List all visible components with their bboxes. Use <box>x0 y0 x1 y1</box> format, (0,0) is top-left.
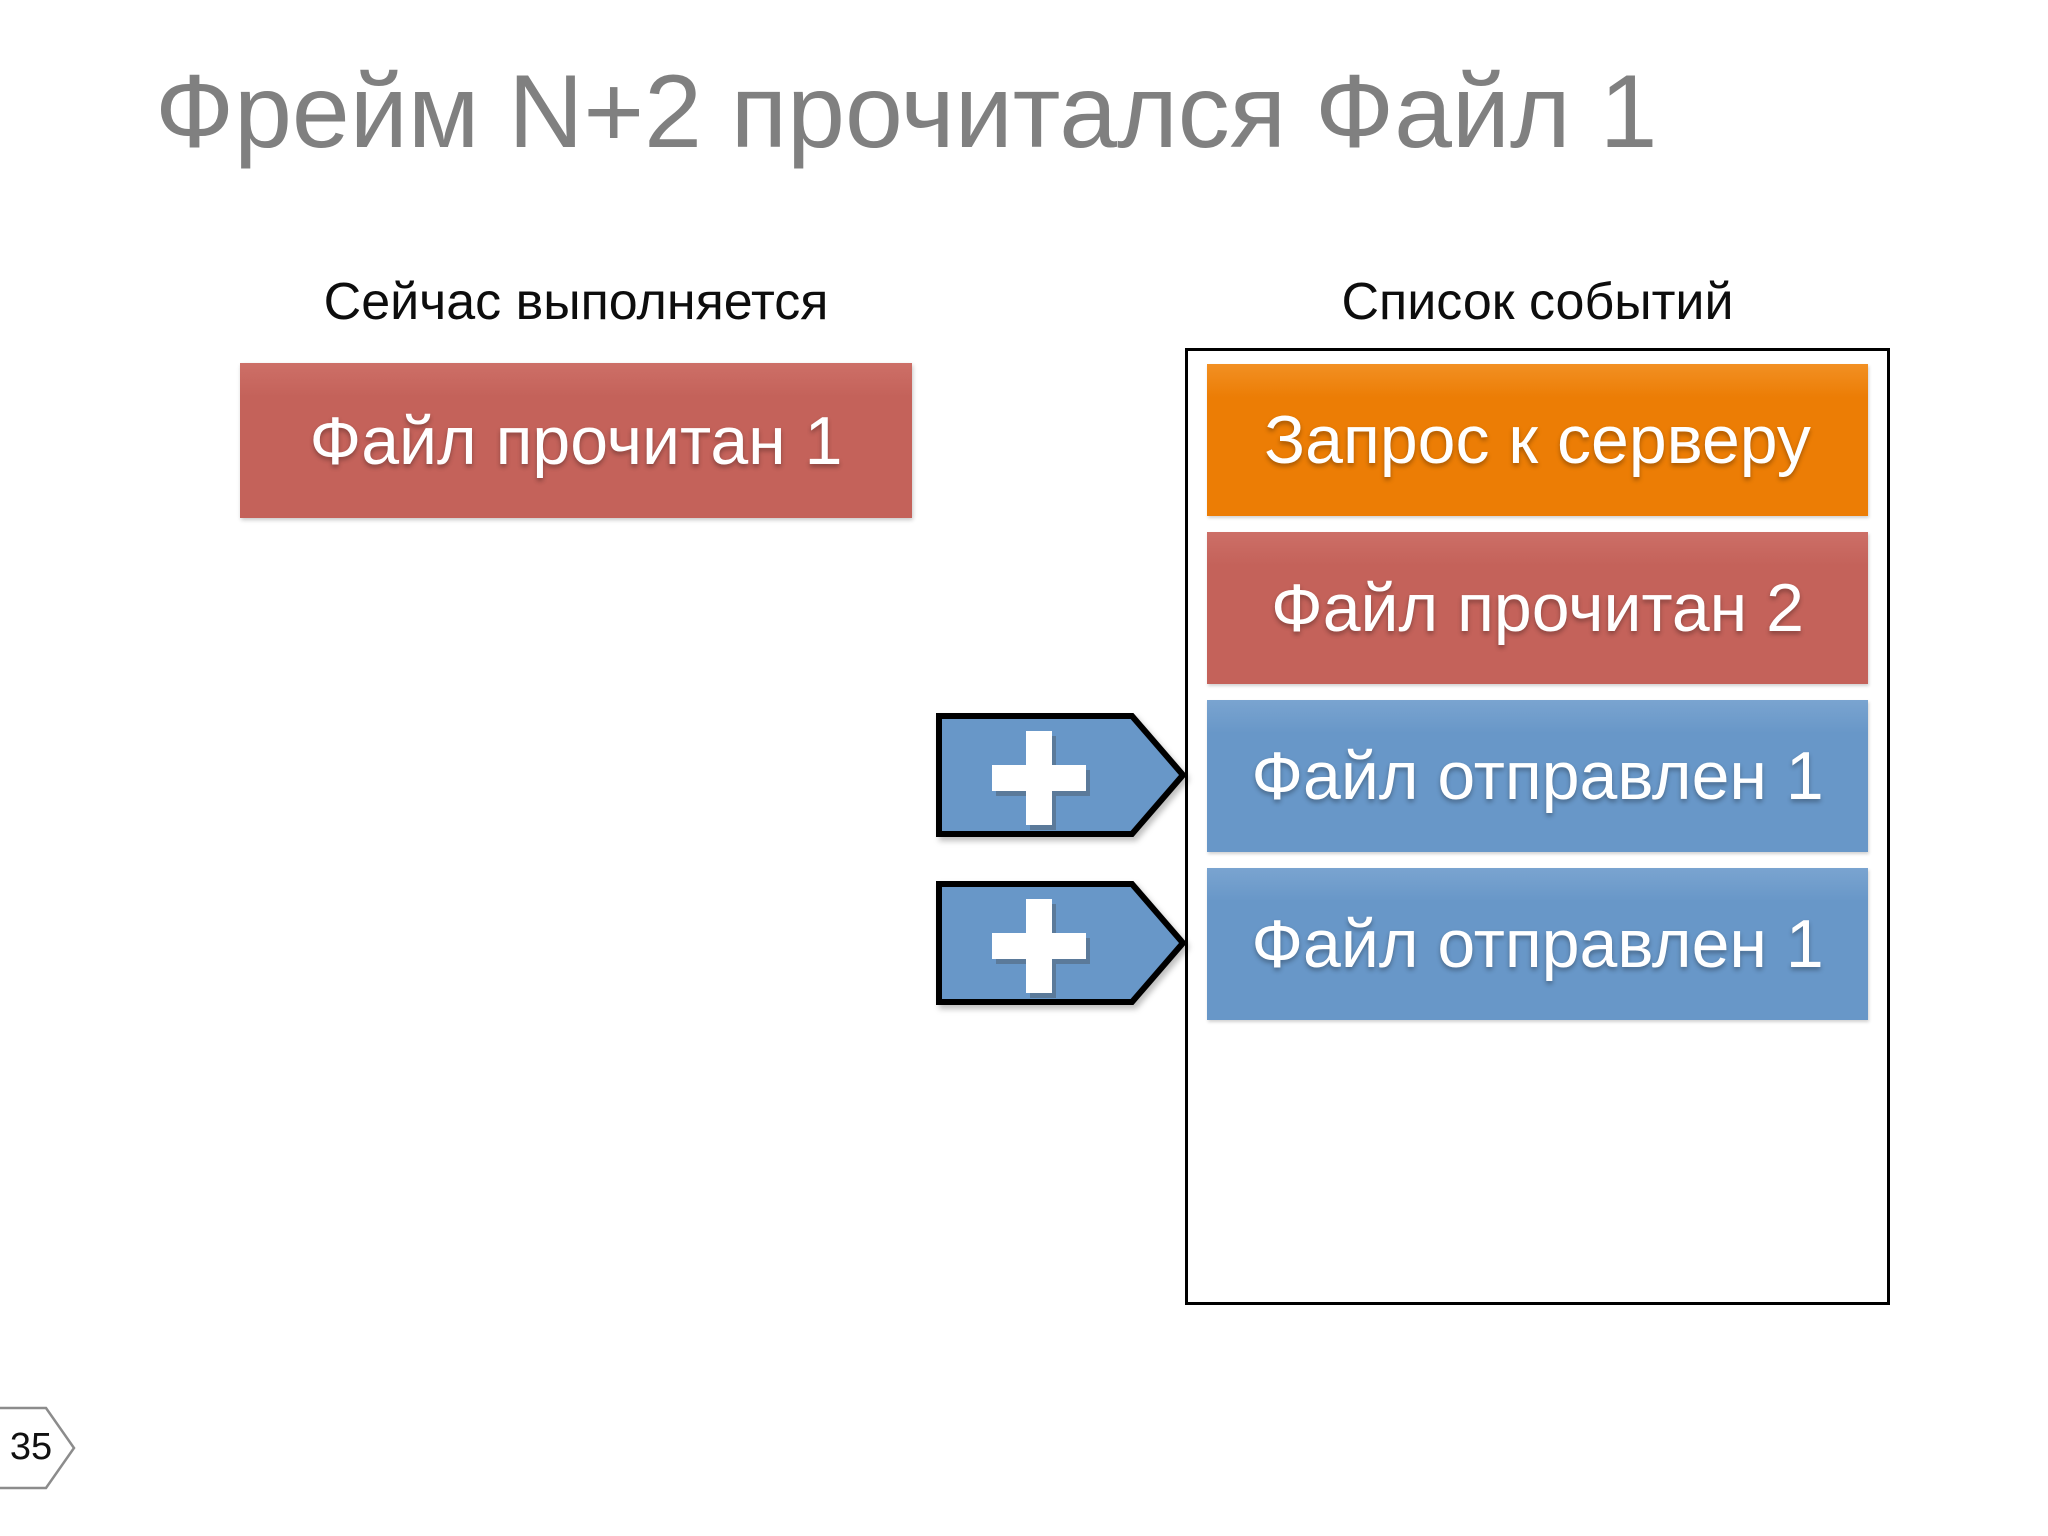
add-event-arrow <box>936 713 1187 837</box>
event-item-label: Файл отправлен 1 <box>1251 906 1824 982</box>
event-item-label: Файл прочитан 2 <box>1271 570 1804 646</box>
event-queue: Запрос к серверу Файл прочитан 2 Файл от… <box>1185 348 1890 1305</box>
event-item-label: Файл отправлен 1 <box>1251 738 1824 814</box>
event-item-label: Запрос к серверу <box>1264 402 1811 478</box>
page-number-badge: 35 <box>0 1402 90 1494</box>
event-item: Запрос к серверу <box>1207 364 1868 516</box>
add-event-arrow <box>936 881 1187 1005</box>
plus-icon <box>936 881 1187 1005</box>
current-task-box: Файл прочитан 1 <box>240 363 912 518</box>
event-item: Файл прочитан 2 <box>1207 532 1868 684</box>
event-item: Файл отправлен 1 <box>1207 868 1868 1020</box>
current-task-label: Файл прочитан 1 <box>309 402 843 479</box>
events-column-header: Список событий <box>1341 273 1734 331</box>
page-number: 35 <box>9 1426 53 1468</box>
slide-title: Фрейм N+2 прочитался Файл 1 <box>155 54 1658 170</box>
current-column-header: Сейчас выполняется <box>323 273 829 331</box>
pentagon-icon <box>0 1406 76 1490</box>
event-item: Файл отправлен 1 <box>1207 700 1868 852</box>
plus-icon <box>936 713 1187 837</box>
